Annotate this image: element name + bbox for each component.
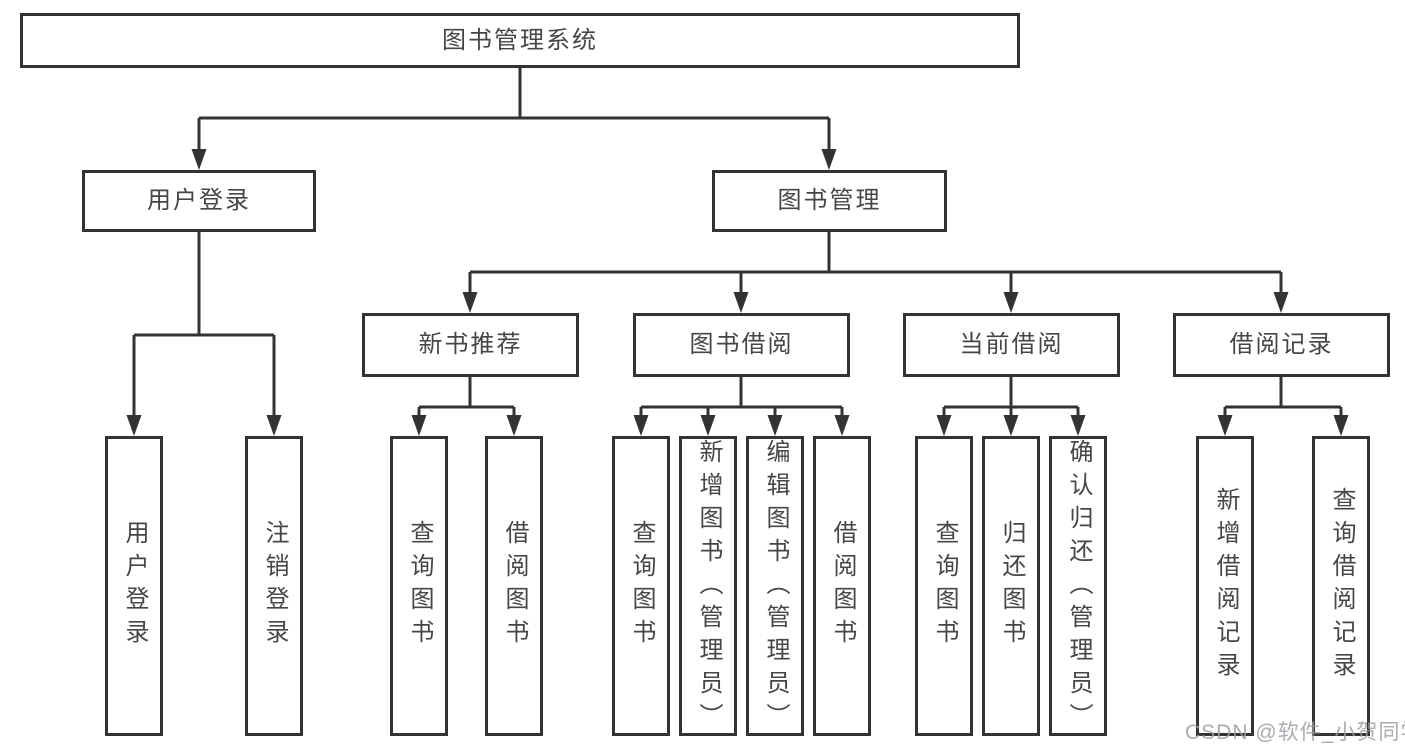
leaf-user-login: 用户登录	[105, 436, 163, 736]
connector-book-borrow-branch	[633, 377, 850, 436]
arrowhead	[700, 415, 716, 436]
connector-root-to-level2	[191, 68, 837, 170]
node-user-login: 用户登录	[82, 170, 316, 232]
leaf-newbook-borrow-books: 借阅图书	[485, 436, 543, 736]
connector-new-book-branch	[411, 377, 522, 436]
connector-book-management-branch	[462, 232, 1289, 313]
arrowhead	[1003, 292, 1019, 313]
leaf-newbook-query-books: 查询图书	[390, 436, 448, 736]
arrowhead	[767, 415, 783, 436]
arrowhead	[821, 149, 837, 170]
arrowhead	[1003, 415, 1019, 436]
arrowhead	[633, 415, 649, 436]
leaf-logout: 注销登录	[245, 436, 303, 736]
leaf-record-add: 新增借阅记录	[1196, 436, 1254, 736]
arrowhead	[1333, 415, 1349, 436]
node-new-book-recommend: 新书推荐	[362, 313, 579, 377]
arrowhead	[1217, 415, 1233, 436]
leaf-borrow-borrow-books: 借阅图书	[813, 436, 871, 736]
node-system-root: 图书管理系统	[20, 13, 1020, 68]
leaf-current-query-books: 查询图书	[915, 436, 973, 736]
arrowhead	[506, 415, 522, 436]
connector-borrow-record-branch	[1217, 377, 1349, 436]
arrowhead	[126, 415, 142, 436]
leaf-borrow-query-books: 查询图书	[612, 436, 670, 736]
arrowhead	[1273, 292, 1289, 313]
arrowhead	[733, 292, 749, 313]
arrowhead	[936, 415, 952, 436]
node-book-management: 图书管理	[712, 170, 947, 232]
connector-user-login-branch	[126, 232, 282, 436]
node-borrow-records: 借阅记录	[1173, 313, 1390, 377]
connector-current-borrow-branch	[936, 377, 1086, 436]
arrowhead	[462, 292, 478, 313]
leaf-current-return-books: 归还图书	[982, 436, 1040, 736]
arrowhead	[191, 149, 207, 170]
node-book-borrow: 图书借阅	[633, 313, 850, 377]
arrowhead	[834, 415, 850, 436]
csdn-watermark: CSDN @软件_小贺同学	[1185, 721, 1405, 744]
leaf-current-confirm-return-admin: 确认归还（管理员）	[1049, 436, 1107, 736]
leaf-borrow-add-books-admin: 新增图书（管理员）	[679, 436, 737, 736]
leaf-borrow-edit-books-admin: 编辑图书（管理员）	[746, 436, 804, 736]
arrowhead	[1070, 415, 1086, 436]
arrowhead	[266, 415, 282, 436]
node-current-borrow: 当前借阅	[903, 313, 1120, 377]
leaf-record-query: 查询借阅记录	[1312, 436, 1370, 736]
arrowhead	[411, 415, 427, 436]
